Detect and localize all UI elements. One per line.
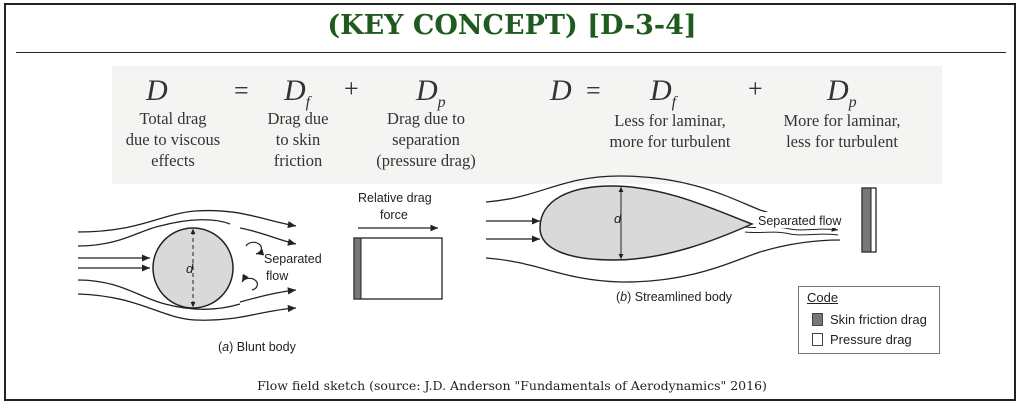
blunt-streamline: [77, 279, 241, 310]
blunt-diameter-label: d: [186, 261, 194, 276]
blunt-body-caption: (a) Blunt body: [218, 340, 297, 354]
legend-title: Code: [807, 290, 839, 305]
eq-right-total-symbol: D: [550, 74, 572, 107]
title-divider: [16, 52, 1006, 53]
legend-label-skin-friction: Skin friction drag: [830, 312, 927, 327]
legend-label-pressure: Pressure drag: [830, 332, 912, 347]
eq-right-pressure-symbol: Dp: [827, 74, 857, 112]
relative-drag-label: Relative drag: [358, 191, 432, 205]
eq-left-total-symbol: D: [146, 74, 168, 107]
legend-swatch-skin-friction: [812, 313, 823, 326]
blunt-streamline: [77, 293, 297, 321]
relative-drag-label: force: [380, 208, 408, 222]
streamlined-separated-label: Separated flow: [758, 214, 842, 228]
separated-vortex-icon: [245, 241, 265, 256]
page-title: (KEY CONCEPT) [D-3-4]: [327, 10, 697, 41]
legend: Code Skin friction drag Pressure drag: [798, 286, 940, 354]
separated-vortex-icon: [241, 273, 258, 291]
drag-total-box: [353, 237, 443, 300]
eq-left-pressure-desc: Drag due to separation (pressure drag): [376, 109, 476, 170]
eq-left-plus: +: [344, 74, 359, 103]
blunt-streamline: [239, 227, 297, 246]
eq-right-equals: =: [586, 76, 601, 105]
eq-left-friction-symbol: Df: [284, 74, 311, 112]
eq-right-plus: +: [748, 74, 763, 103]
eq-left-total-desc: Total drag due to viscous effects: [125, 109, 221, 170]
blunt-streamline: [239, 287, 297, 303]
blunt-streamline: [77, 209, 297, 233]
blunt-separated-label: flow: [266, 269, 289, 283]
eq-right-friction-desc: Less for laminar, more for turbulent: [609, 111, 731, 151]
streamlined-diameter-label: d: [614, 211, 622, 226]
eq-right-friction-symbol: Df: [650, 74, 677, 112]
legend-swatch-pressure: [812, 333, 823, 346]
streamlined-separated-label-bg: [756, 212, 854, 228]
figure-caption: Flow field sketch (source: J.D. Anderson…: [257, 378, 767, 393]
streamlined-body-caption: (b) Streamlined body: [616, 290, 733, 304]
eq-left-pressure-symbol: Dp: [416, 74, 446, 112]
streamlined-wake: [744, 231, 839, 236]
eq-left-friction-desc: Drag due to skin friction: [267, 109, 329, 170]
drag-skin-friction-bar: [353, 237, 362, 300]
streamlined-airfoil: [539, 185, 754, 261]
streamlined-skin-friction-bar: [861, 187, 872, 253]
eq-left-equals: =: [234, 76, 249, 105]
equation-panel: D = Df + Dp Total drag due to viscous ef…: [112, 66, 942, 184]
streamlined-streamline: [485, 239, 841, 283]
blunt-body-diagram: [77, 209, 297, 321]
blunt-streamline: [77, 219, 231, 247]
blunt-separated-label: Separated: [264, 252, 322, 266]
eq-right-pressure-desc: More for laminar, less for turbulent: [783, 111, 901, 151]
